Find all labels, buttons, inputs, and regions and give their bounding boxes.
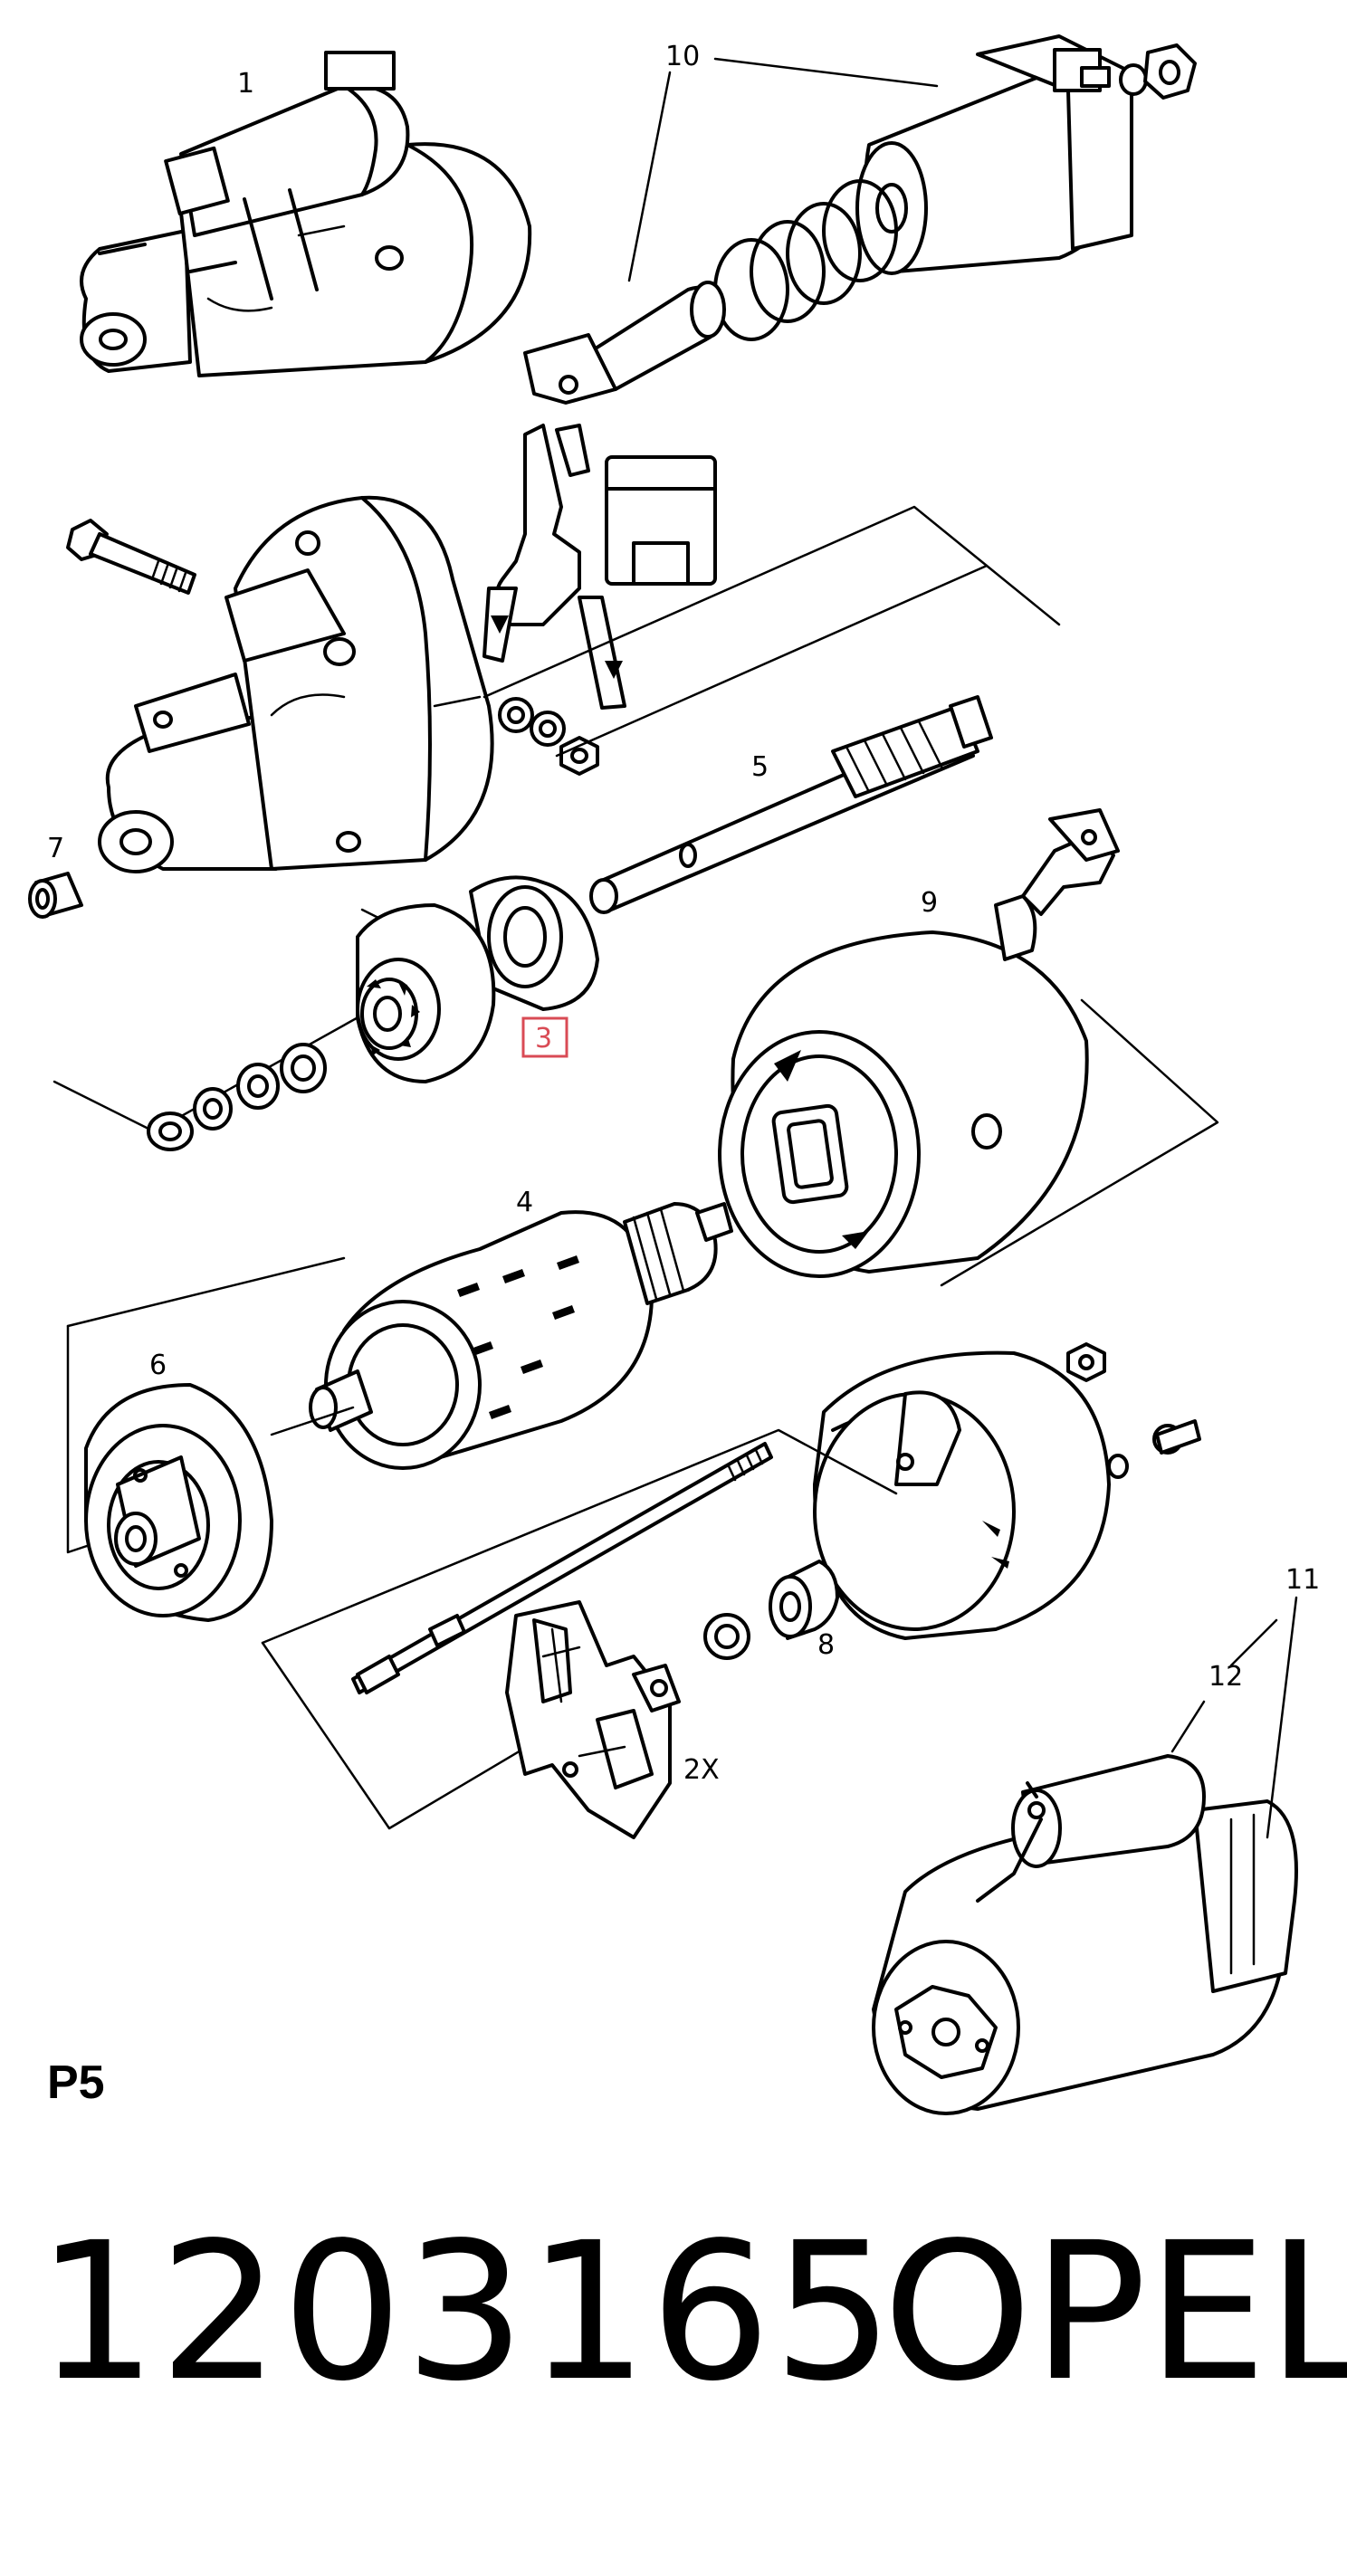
drive-end-housing	[98, 495, 494, 873]
washer-set	[147, 1043, 327, 1151]
leader-lines	[627, 57, 1298, 1839]
assembly-frame-top	[66, 1256, 346, 1328]
brand-name: OPEL	[883, 2201, 1347, 2423]
callout-12: 12	[1208, 1661, 1243, 1693]
part-4-armature	[309, 1202, 733, 1470]
through-bolt	[66, 519, 196, 595]
section-code: P5	[47, 2056, 105, 2109]
callout-6: 6	[149, 1350, 167, 1381]
part-11-starter-alt	[872, 1754, 1298, 2115]
callout-10: 10	[665, 41, 700, 72]
callout-5: 5	[751, 751, 769, 783]
washers-and-nuts	[498, 697, 599, 776]
part-5-pinion-shaft	[482, 505, 1061, 914]
part-3-drive-pinion	[53, 875, 599, 1133]
part-10-solenoid	[523, 34, 1197, 405]
callout-3: 3	[535, 1023, 552, 1054]
callout-2x: 2X	[683, 1754, 720, 1786]
part-9-field-yoke	[718, 808, 1219, 1287]
callout-8: 8	[817, 1629, 835, 1661]
part-7-bush	[28, 872, 83, 919]
part-6-end-plate	[84, 1383, 273, 1622]
callout-4: 4	[516, 1187, 533, 1218]
through-rod	[351, 1442, 773, 1694]
callout-9: 9	[921, 887, 938, 919]
part-1-starter-assembled	[80, 51, 532, 377]
part-2x-brush-holder	[261, 1428, 898, 1839]
fork-lever	[482, 424, 717, 710]
part-number: 1203165	[36, 2201, 896, 2423]
callout-3-highlight-box	[521, 1016, 568, 1058]
fastener-set-right	[1066, 1342, 1201, 1479]
callout-11: 11	[1285, 1564, 1320, 1596]
callout-1: 1	[237, 68, 254, 100]
commutator-end-cover	[270, 1350, 1111, 1640]
part-8-bearing	[703, 1560, 839, 1660]
callout-7: 7	[47, 833, 64, 864]
